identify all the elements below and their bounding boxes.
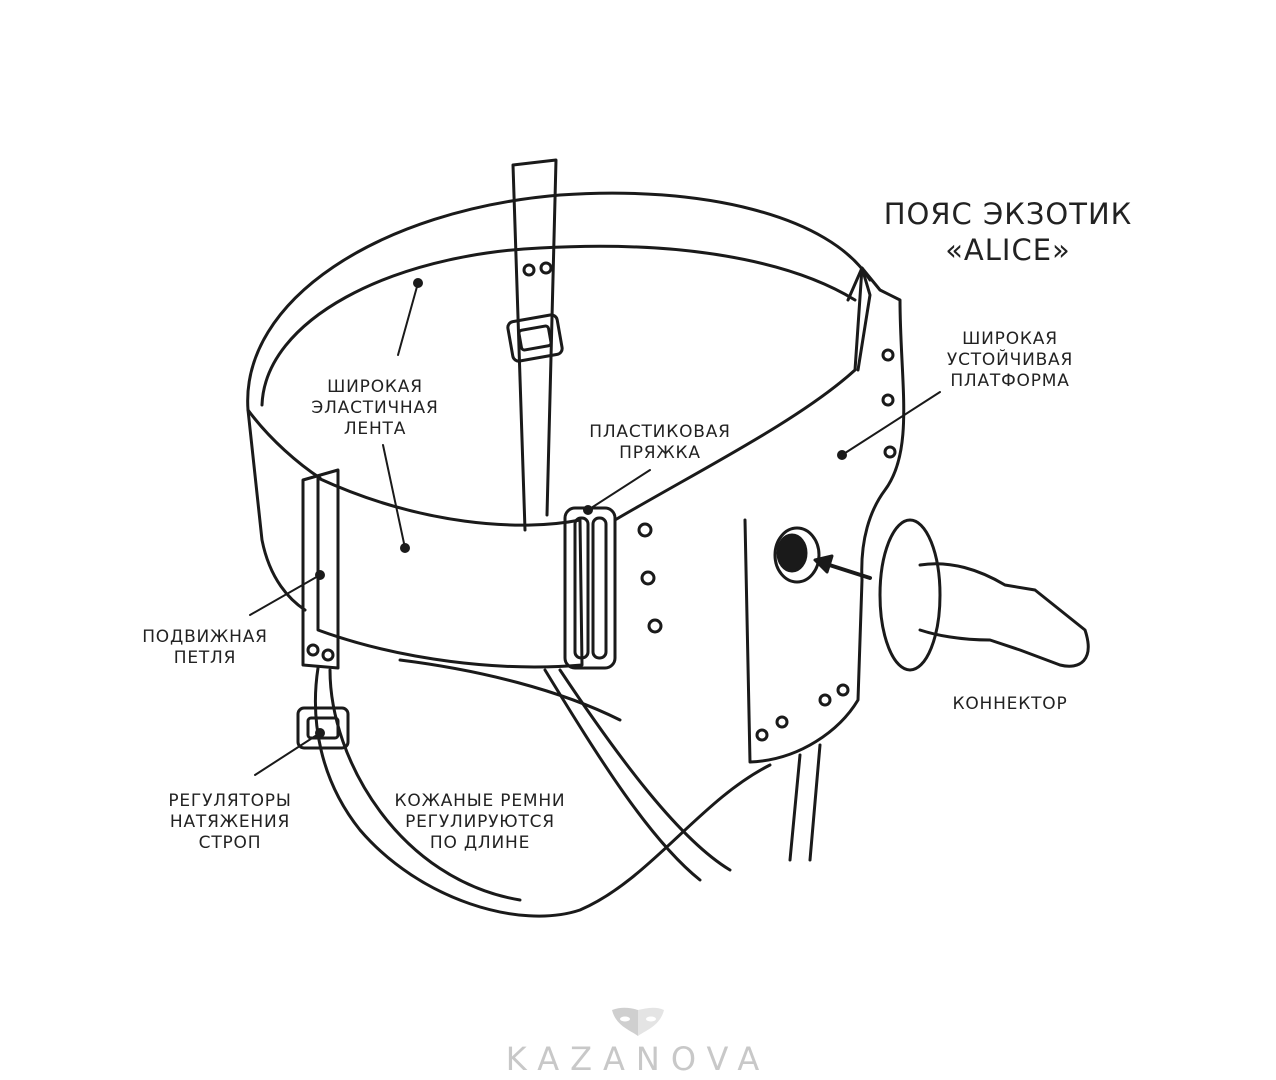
belt-inner-rim xyxy=(246,408,322,480)
brand-logo: KAZANOVA xyxy=(505,1040,771,1078)
label-movable-loop: ПОДВИЖНАЯ ПЕТЛЯ xyxy=(115,627,295,669)
label-connector: КОННЕКТОР xyxy=(925,694,1095,715)
label-line: ПЛАТФОРМА xyxy=(950,371,1070,391)
label-line: ПОДВИЖНАЯ xyxy=(142,627,268,647)
label-line: ПЛАСТИКОВАЯ xyxy=(589,422,731,442)
title-line1: ПОЯС ЭКЗОТИК xyxy=(883,197,1133,231)
label-line: ЛЕНТА xyxy=(343,419,407,439)
label-line: НАТЯЖЕНИЯ xyxy=(169,812,291,832)
belt-outer-edge xyxy=(246,191,872,412)
label-leather-straps: КОЖАНЫЕ РЕМНИ РЕГУЛИРУЮТСЯ ПО ДЛИНЕ xyxy=(370,791,590,854)
title-line2: «ALICE» xyxy=(945,233,1071,267)
label-line: КОЖАНЫЕ РЕМНИ xyxy=(394,791,566,811)
label-line: РЕГУЛИРУЮТСЯ xyxy=(405,812,555,832)
label-line: ШИРОКАЯ xyxy=(327,377,423,397)
movable-loop xyxy=(301,468,340,670)
connector-hole xyxy=(773,526,821,584)
label-line: ПЕТЛЯ xyxy=(173,648,237,668)
label-regulators: РЕГУЛЯТОРЫ НАТЯЖЕНИЯ СТРОП xyxy=(140,791,320,854)
connector-base xyxy=(878,518,942,672)
platform xyxy=(613,266,906,764)
label-platform: ШИРОКАЯ УСТОЙЧИВАЯ ПЛАТФОРМА xyxy=(925,329,1095,392)
theater-mask-icon xyxy=(612,1007,664,1036)
label-elastic-band: ШИРОКАЯ ЭЛАСТИЧНАЯ ЛЕНТА xyxy=(290,377,460,440)
vertical-strap xyxy=(511,158,558,532)
label-line: ПО ДЛИНЕ xyxy=(429,833,531,853)
label-line: ПРЯЖКА xyxy=(619,443,701,463)
lower-strap xyxy=(313,666,772,918)
belt-left-side xyxy=(246,408,307,612)
label-line: УСТОЙЧИВАЯ xyxy=(946,350,1074,370)
regulator xyxy=(296,706,350,750)
label-line: РЕГУЛЯТОРЫ xyxy=(168,791,292,811)
belt-inner-edge xyxy=(260,244,857,407)
front-band xyxy=(316,476,584,669)
label-line: ЭЛАСТИЧНАЯ xyxy=(311,398,439,418)
label-line: СТРОП xyxy=(198,833,262,853)
label-plastic-buckle: ПЛАСТИКОВАЯ ПРЯЖКА xyxy=(565,422,755,464)
label-line: ШИРОКАЯ xyxy=(962,329,1058,349)
label-line: КОННЕКТОР xyxy=(952,694,1068,714)
diagram-title: ПОЯС ЭКЗОТИК «ALICE» xyxy=(848,196,1168,268)
strap-slider xyxy=(506,313,564,363)
connector-body xyxy=(918,562,1090,668)
